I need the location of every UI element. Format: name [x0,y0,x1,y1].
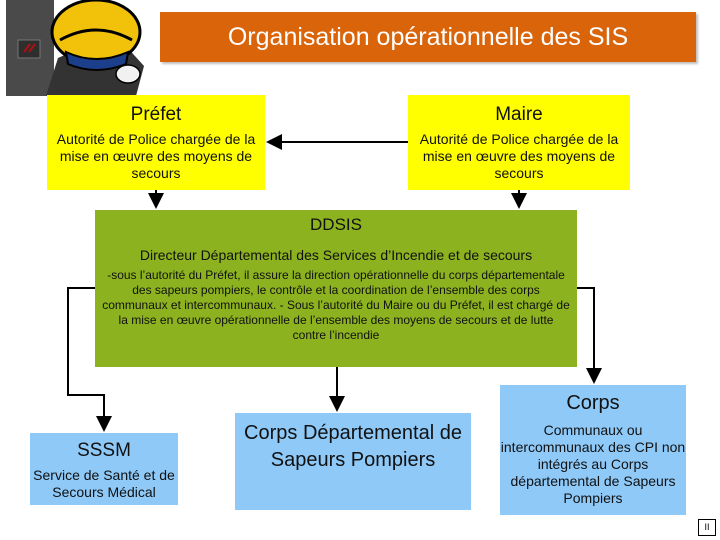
title-banner: Organisation opérationnelle des SIS [160,12,696,62]
prefet-title: Préfet [130,104,182,125]
firefighter-helmet-icon [6,0,144,96]
ddsis-body: -sous l’autorité du Préfet, il assure la… [102,268,570,342]
helmet-band [64,50,130,71]
ddsis-subtitle: Directeur Départemental des Services d’I… [139,247,533,263]
corps-description: Communaux ou intercommunaux des CPI non … [500,422,686,506]
page-title: Organisation opérationnelle des SIS [227,23,629,51]
glove-shape [115,64,141,84]
corps-title: Corps [566,392,620,414]
maire-title: Maire [495,104,543,125]
cdsp-title: Corps Départemental de Sapeurs Pompiers [244,422,462,471]
sssm-box: SSSM Service de Santé et de Secours Médi… [30,433,178,505]
corps-box: Corps Communaux ou intercommunaux des CP… [500,385,686,515]
maire-box: Maire Autorité de Police chargée de la m… [408,95,630,190]
sssm-description: Service de Santé et de Secours Médical [33,467,175,500]
sssm-title: SSSM [77,440,131,461]
uniform-badge-2 [28,43,36,53]
helmet-crest [59,28,133,42]
uniform-badge [23,43,31,53]
prefet-box: Préfet Autorité de Police chargée de la … [47,95,265,190]
ddsis-to-corps-arrow [577,287,602,384]
prefet-description: Autorité de Police chargée de la mise en… [56,131,256,181]
ddsis-to-sssm-arrow [67,287,112,432]
maire-description: Autorité de Police chargée de la mise en… [419,131,619,181]
ddsis-title: DDSIS [310,215,362,234]
cdsp-box: Corps Départemental de Sapeurs Pompiers [235,413,471,510]
ddsis-box: DDSIS Directeur Départemental des Servic… [95,210,577,367]
page-number: II [698,519,716,536]
